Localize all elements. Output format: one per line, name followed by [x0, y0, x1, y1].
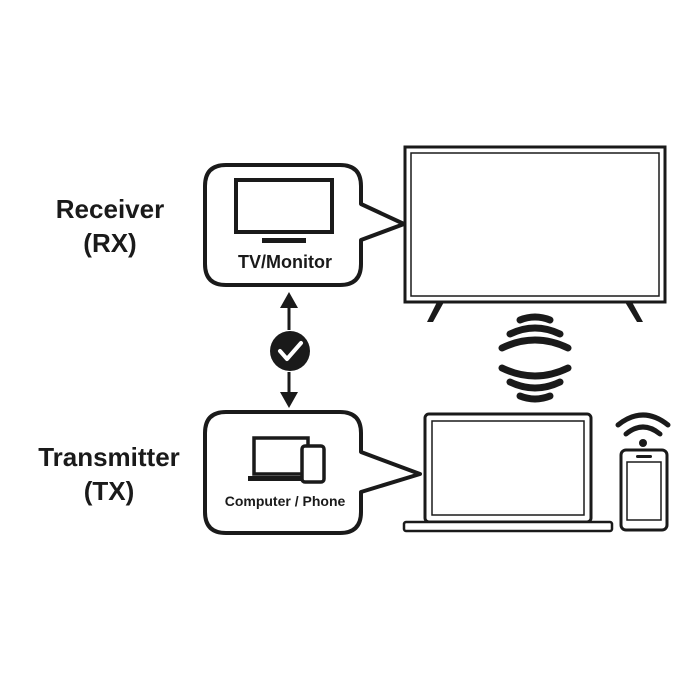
transmitter-abbr: (TX) [83, 476, 135, 506]
receiver-label: Receiver (RX) [30, 192, 190, 260]
transmitter-device-label: Computer / Phone [224, 493, 346, 509]
transmitter-title: Transmitter [38, 442, 180, 472]
wifi-dot [639, 439, 647, 447]
wifi-icon [615, 412, 671, 437]
receiver-callout-bubble [203, 163, 406, 287]
laptop-icon [402, 412, 614, 533]
check-circle-icon [270, 331, 310, 371]
wifi-icon [498, 313, 572, 403]
receiver-abbr: (RX) [83, 228, 137, 258]
receiver-title: Receiver [55, 194, 165, 224]
tv-icon [403, 145, 667, 322]
monitor-icon [234, 178, 334, 243]
transmitter-label: Transmitter (TX) [14, 440, 204, 508]
computer-phone-icon [248, 436, 326, 484]
double-arrow-icon [280, 292, 298, 408]
receiver-device-label: TV/Monitor [238, 252, 332, 272]
phone-icon [619, 448, 669, 532]
